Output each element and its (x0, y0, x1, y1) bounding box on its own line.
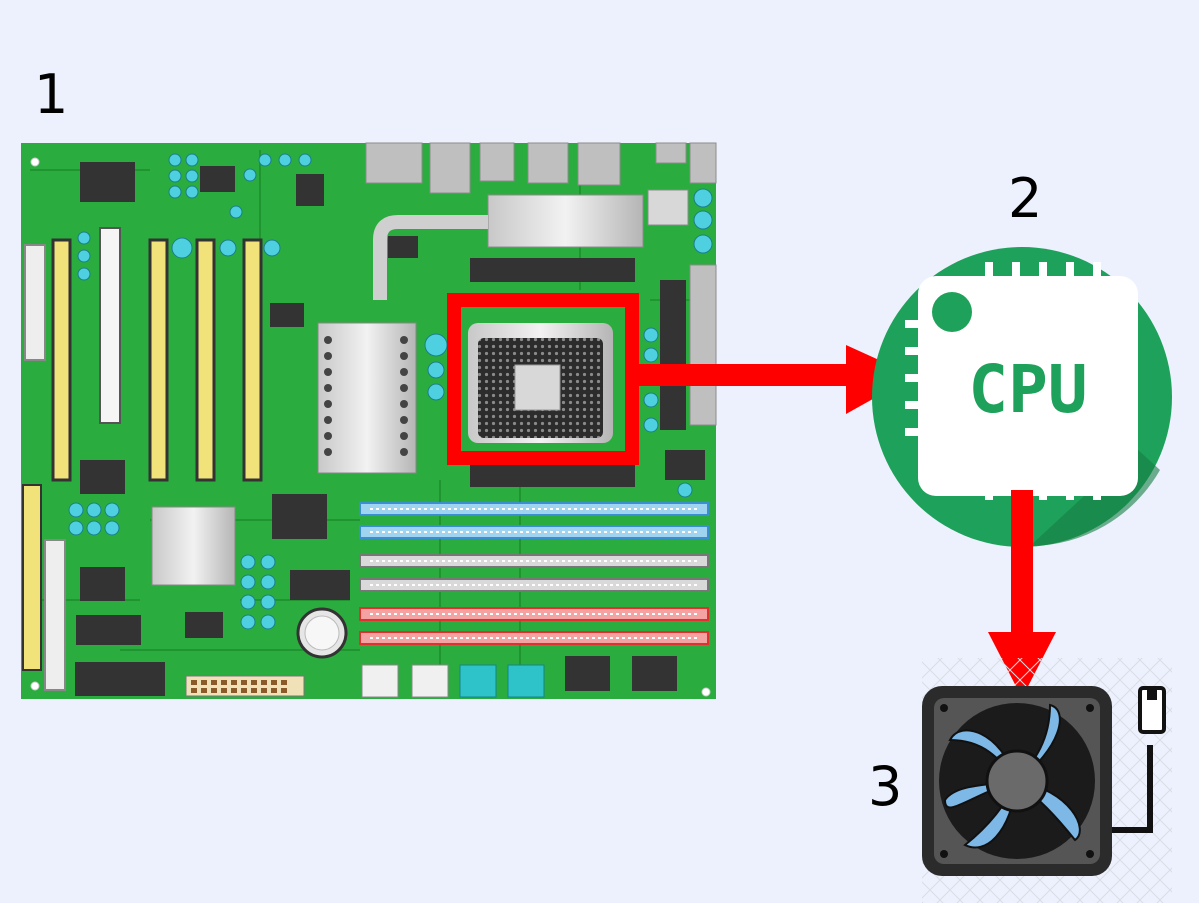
step-label-3: 3 (868, 755, 903, 818)
step-label-2: 2 (1008, 167, 1043, 230)
cpu-icon: CPU (872, 247, 1172, 547)
fan-icon (922, 658, 1172, 903)
cpu-icon-text: CPU (968, 351, 1087, 428)
ram-slots (359, 502, 709, 645)
step-label-1: 1 (34, 63, 69, 126)
motherboard-icon (21, 142, 717, 699)
cpu-socket (468, 323, 613, 443)
pci-slots (22, 227, 263, 691)
